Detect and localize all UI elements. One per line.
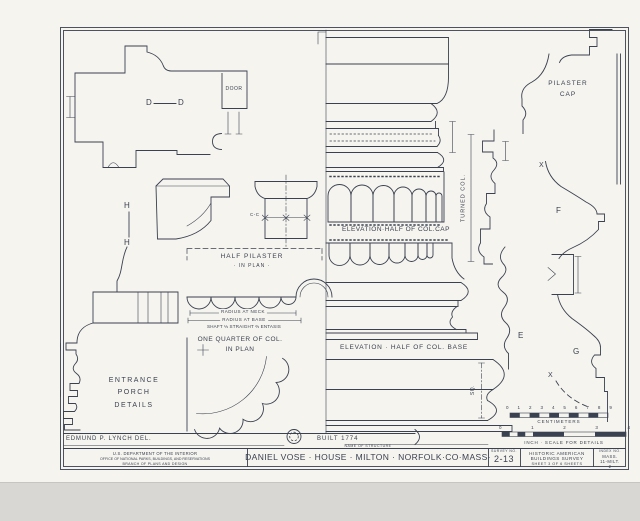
cm-tick: 4: [551, 405, 555, 410]
cm-tick: 5: [563, 405, 566, 410]
sq-label: SQ.: [470, 384, 476, 396]
profile-x1-label: X: [539, 162, 545, 169]
pilaster-cap-label: PILASTER CAP: [548, 80, 588, 99]
cornice-profile: [155, 178, 230, 240]
title-block-rules: [63, 428, 626, 467]
column-base-elevation: [325, 239, 513, 432]
pilaster-cap-profile: [521, 29, 621, 185]
dept-line1: U.S. DEPARTMENT OF THE INTERIOR: [112, 450, 198, 456]
cm-scale-ticks: 0 1 2 3 4 5 6 7 8 9: [506, 405, 612, 410]
profile-x2-label: X: [548, 372, 554, 379]
index-line1: MASS.: [602, 453, 618, 459]
dept-line3: BRANCH OF PLANS AND DESIGN: [122, 461, 188, 466]
shaft-note-label: SHAFT ⅓ STRAIGHT ⅔ ENTASIS: [207, 324, 281, 329]
cm-tick: 9: [609, 405, 612, 410]
scale-bars: [501, 412, 627, 437]
sheet-border: [60, 27, 629, 470]
inch-tick: 4: [627, 425, 630, 430]
entrance-porch-label: ENTRANCE PORCH DETAILS: [108, 377, 160, 409]
inch-tick: 3: [595, 425, 598, 430]
cm-tick: 8: [597, 405, 601, 410]
inch-tick: 1: [531, 425, 534, 430]
half-pilaster-label: HALF PILASTER: [220, 253, 284, 260]
cm-tick: 6: [574, 405, 578, 410]
half-pilaster-plan: [186, 248, 333, 324]
scan-margin: [0, 482, 640, 521]
sheet-info: SHEET 3 OF 6 SHEETS: [531, 462, 583, 466]
profile-e-label: E: [518, 331, 524, 340]
quarter-col-label: ONE QUARTER OF COL.: [197, 336, 283, 343]
cm-scale-caption: CENTIMETERS: [537, 419, 581, 424]
moulding-profiles-right: [497, 160, 608, 422]
profile-g-label: G: [573, 347, 580, 356]
porch-plan-section-dd: [66, 45, 248, 168]
elevation-base-label: ELEVATION · HALF OF COL. BASE: [339, 344, 469, 351]
cm-tick: 7: [586, 405, 589, 410]
cm-tick: 2: [528, 405, 532, 410]
index-no-caption: INDEX NO.: [599, 449, 621, 453]
section-d-right: D: [178, 98, 185, 107]
inch-tick: 0: [499, 425, 502, 430]
elevation-cap-label: ELEVATION·HALF OF COL.CAP: [342, 226, 450, 233]
survey-no-value: 2-13: [493, 454, 515, 464]
structure-name-title: DANIEL VOSE · HOUSE · MILTON · NORFOLK·C…: [245, 452, 491, 462]
column-cap-elevation: [317, 29, 456, 434]
cm-tick: 0: [506, 405, 509, 410]
inch-tick: 2: [563, 425, 566, 430]
entrance-porch-profile: [60, 246, 179, 431]
turned-column-profile: [467, 129, 509, 265]
section-d-left: D: [146, 98, 153, 107]
capital-detail: [254, 174, 318, 248]
turned-col-label: TURNED COL.: [460, 173, 467, 223]
cm-tick: 1: [517, 405, 520, 410]
habs-line1: HISTORIC AMERICAN: [529, 450, 585, 456]
cm-tick: 3: [540, 405, 543, 410]
section-h-bottom: H: [124, 238, 131, 247]
name-of-structure-caption: NAME OF STRUCTURE: [344, 444, 392, 448]
survey-no-caption: SURVEY NO.: [491, 449, 517, 453]
inch-scale-ticks: 0 1 2 3 4: [499, 425, 630, 430]
delineator-credit: EDMUND P. LYNCH DEL.: [66, 435, 152, 442]
half-pilaster-sublabel: · IN PLAN ·: [233, 263, 271, 269]
dept-line2: OFFICE OF NATIONAL PARKS, BUILDINGS, AND…: [100, 456, 210, 461]
profile-f-label: F: [556, 206, 562, 215]
door-label: DOOR: [225, 86, 243, 92]
inch-scale-caption: INCH · SCALE FOR DETAILS: [524, 439, 604, 445]
radius-neck-label: RADIUS AT NECK: [218, 309, 268, 315]
habs-line2: BUILDINGS SURVEY: [530, 456, 584, 461]
stamp-seal-icon: [286, 429, 302, 444]
quarter-column-plan: [186, 337, 290, 439]
quarter-col-sublabel: IN PLAN: [225, 346, 255, 353]
built-date-label: BUILT 1774: [317, 435, 359, 442]
cc-dimension-label: C-C: [248, 212, 262, 218]
section-h-top: H: [124, 201, 131, 210]
index-line2: 11-MILT.: [600, 458, 620, 464]
index-line3: 2: [608, 463, 612, 469]
radius-base-label: RADIUS AT BASE: [220, 316, 268, 322]
